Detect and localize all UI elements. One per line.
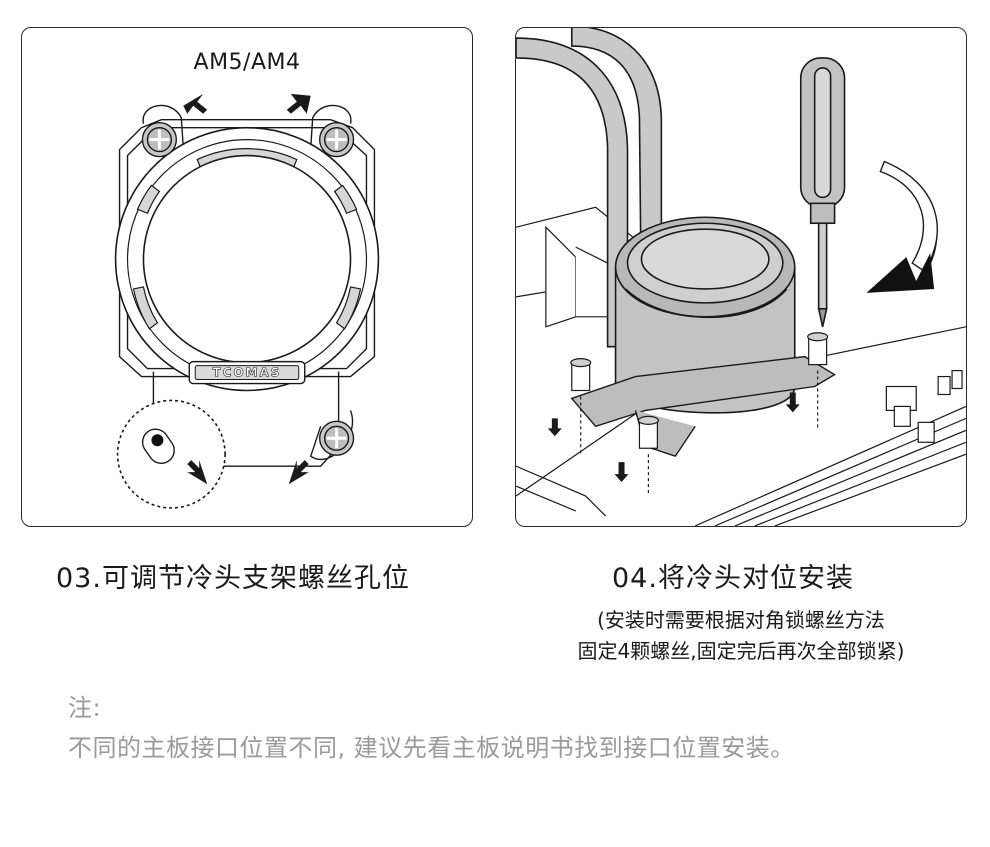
socket-type-label: AM5/AM4 [193,50,301,75]
step4-note-line2: 固定4颗螺丝,固定完后再次全部锁紧) [577,639,905,663]
step4-illustration-panel [515,27,967,527]
screw-left-icon [570,358,592,392]
arrow-top-right-icon [286,93,311,114]
screw-bottom-right-icon [318,420,355,456]
screw-front-icon [637,415,659,449]
footer-note-text: 不同的主板接口位置不同, 建议先看主板说明书找到接口位置安装。 [68,734,795,762]
arrow-bottom-right-icon [288,460,309,485]
mounting-screws [570,332,829,449]
step4-note-line1: (安装时需要根据对角锁螺丝方法 [597,608,885,632]
arrow-top-left-icon [183,93,208,114]
step3-illustration-panel: TCOMAS [21,27,473,527]
adjustable-slot-icon [141,428,175,464]
rotate-clockwise-arrow-icon [866,160,938,293]
screw-right-icon [807,332,829,366]
screw-top-right-icon [318,121,355,158]
step4-caption: 04.将冷头对位安装 [612,563,854,594]
screw-top-left-icon [141,121,178,158]
arrow-bottom-left-icon [187,460,208,485]
pump-mounting-illustration [516,28,966,526]
screwdriver-icon [799,57,846,327]
footer-note-title: 注: [68,694,102,722]
brand-logo-text: TCOMAS [213,366,282,380]
step3-caption: 03.可调节冷头支架螺丝孔位 [56,563,410,594]
cooler-bracket-illustration: TCOMAS [114,93,380,509]
